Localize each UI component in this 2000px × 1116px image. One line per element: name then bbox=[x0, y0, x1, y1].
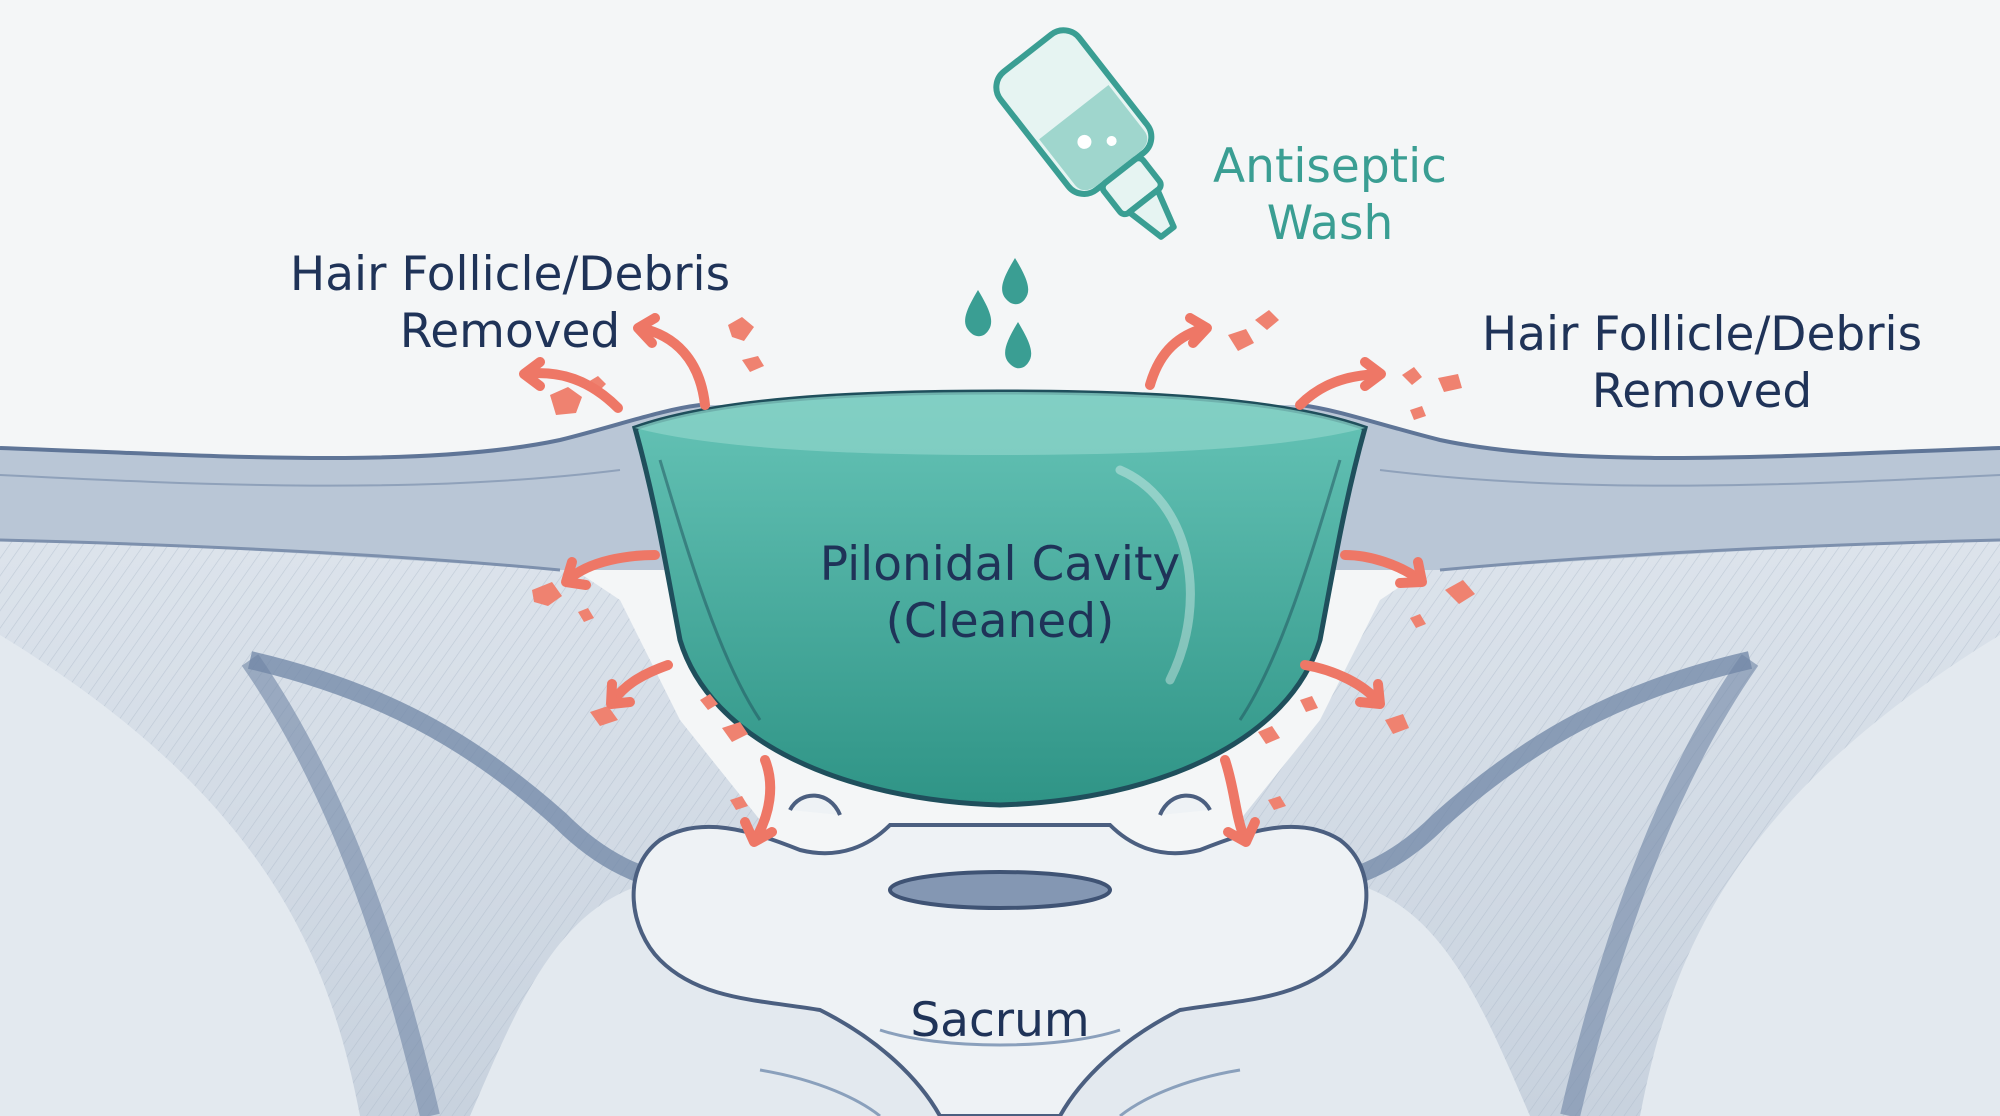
muscle-edge-right bbox=[1560, 654, 1759, 1116]
debris-arrow-icon bbox=[519, 313, 1427, 847]
antiseptic-wash-line-1: Antiseptic bbox=[1213, 139, 1447, 194]
subcutaneous-tissue-right bbox=[1240, 520, 2000, 1116]
debris-label-left: Hair Follicle/Debris Removed bbox=[240, 246, 780, 361]
antiseptic-wash-label: Antiseptic Wash bbox=[1190, 138, 1470, 253]
dropper-bottle-icon bbox=[993, 27, 1177, 240]
debris-label-left-line-2: Removed bbox=[399, 304, 621, 360]
debris-label-right-line-1: Hair Follicle/Debris bbox=[1481, 307, 1923, 362]
cavity-label-line-2: (Cleaned) bbox=[885, 594, 1115, 650]
pilonidal-cavity bbox=[631, 389, 1369, 808]
subcutaneous-tissue-left bbox=[0, 520, 760, 1116]
debris-particles bbox=[532, 310, 1475, 810]
water-drop-icon bbox=[965, 258, 1032, 369]
cavity-label: Pilonidal Cavity (Cleaned) bbox=[760, 536, 1240, 651]
debris-label-left-line-1: Hair Follicle/Debris bbox=[289, 247, 731, 302]
antiseptic-wash-line-2: Wash bbox=[1266, 196, 1394, 252]
sacrum-bone bbox=[631, 793, 1369, 1116]
sacrum-label: Sacrum bbox=[860, 992, 1140, 1049]
cavity-label-line-1: Pilonidal Cavity bbox=[819, 537, 1181, 592]
muscle-edge-left bbox=[241, 654, 440, 1116]
debris-label-right-line-2: Removed bbox=[1591, 364, 1813, 420]
sacrum-label-text: Sacrum bbox=[910, 993, 1090, 1048]
debris-label-right: Hair Follicle/Debris Removed bbox=[1432, 306, 1972, 421]
